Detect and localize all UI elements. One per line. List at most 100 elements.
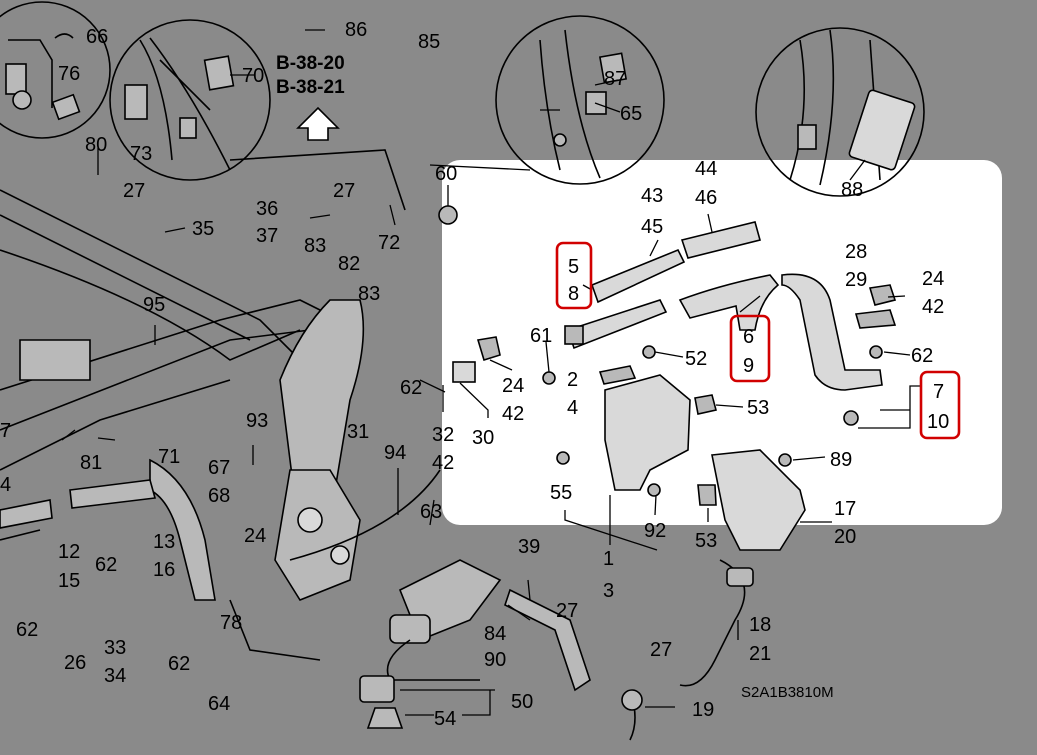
label-89: 89: [830, 449, 852, 471]
label-24c: 24: [922, 268, 944, 290]
label-44: 44: [695, 158, 717, 180]
label-83b: 83: [358, 283, 380, 305]
label-65: 65: [620, 103, 642, 125]
label-20: 20: [834, 526, 856, 548]
label-82: 82: [338, 253, 360, 275]
label-3: 3: [603, 580, 614, 602]
highlight-box-5-8: [555, 241, 593, 310]
label-62b: 62: [95, 554, 117, 576]
trim-43-45: [590, 248, 686, 304]
label-95: 95: [143, 294, 165, 316]
ref-label-1: B-38-20: [276, 53, 345, 74]
label-7-edge: 7: [0, 420, 11, 442]
label-5: 5: [568, 256, 579, 278]
label-8: 8: [568, 283, 579, 305]
label-24b: 24: [244, 525, 266, 547]
trim-17-20: [711, 449, 806, 551]
label-29: 29: [845, 269, 867, 291]
detail-circle-right: [495, 15, 665, 185]
label-2: 2: [567, 369, 578, 391]
label-1: 1: [603, 548, 614, 570]
ref-arrow: [296, 106, 340, 141]
label-31: 31: [347, 421, 369, 443]
label-68: 68: [208, 485, 230, 507]
label-78: 78: [220, 612, 242, 634]
label-86: 86: [345, 19, 367, 41]
detail-circle-center: [109, 19, 271, 181]
label-16: 16: [153, 559, 175, 581]
label-88: 88: [841, 179, 863, 201]
label-85: 85: [418, 31, 440, 53]
label-19: 19: [692, 699, 714, 721]
label-61: 61: [530, 325, 552, 347]
label-53a: 53: [747, 397, 769, 419]
label-42b: 42: [432, 452, 454, 474]
label-64: 64: [208, 693, 230, 715]
label-52: 52: [685, 348, 707, 370]
detail-circle-far-right: [755, 27, 925, 197]
label-30: 30: [472, 427, 494, 449]
top-frame-mechanism: [0, 149, 441, 661]
label-27a: 27: [123, 180, 145, 202]
label-18: 18: [749, 614, 771, 636]
detail-circle-left: [0, 1, 111, 139]
label-37: 37: [256, 225, 278, 247]
label-92: 92: [644, 520, 666, 542]
trim-1-3: [604, 374, 691, 491]
label-32: 32: [432, 424, 454, 446]
label-26: 26: [64, 652, 86, 674]
label-4-edge: 4: [0, 474, 11, 496]
label-83a: 83: [304, 235, 326, 257]
label-62e: 62: [168, 653, 190, 675]
label-46: 46: [695, 187, 717, 209]
detail-center-contents: [124, 37, 235, 171]
trim-7-10: [781, 273, 883, 391]
label-72: 72: [378, 232, 400, 254]
highlight-panel: [442, 160, 1002, 525]
label-21: 21: [749, 643, 771, 665]
label-67: 67: [208, 457, 230, 479]
label-71: 71: [158, 446, 180, 468]
label-45: 45: [641, 216, 663, 238]
highlight-box-6-9: [729, 314, 771, 383]
label-39: 39: [518, 536, 540, 558]
label-50: 50: [511, 691, 533, 713]
label-12: 12: [58, 541, 80, 563]
label-87: 87: [604, 68, 626, 90]
trim-44-46: [680, 221, 761, 259]
label-27d: 27: [650, 639, 672, 661]
label-62a: 62: [400, 377, 422, 399]
label-24a: 24: [502, 375, 524, 397]
label-33: 33: [104, 637, 126, 659]
label-63: 63: [420, 501, 442, 523]
label-60: 60: [435, 163, 457, 185]
label-15: 15: [58, 570, 80, 592]
small-fasteners: [438, 205, 897, 506]
label-42a: 42: [502, 403, 524, 425]
diagram-code: S2A1B3810M: [741, 684, 834, 701]
label-73: 73: [130, 143, 152, 165]
label-94: 94: [384, 442, 406, 464]
label-7: 7: [933, 381, 944, 403]
label-34: 34: [104, 665, 126, 687]
label-17: 17: [834, 498, 856, 520]
label-80: 80: [85, 134, 107, 156]
label-90: 90: [484, 649, 506, 671]
label-9: 9: [743, 355, 754, 377]
detail-far-right-contents: [789, 29, 916, 186]
highlight-box-7-10: [919, 370, 961, 440]
label-27b: 27: [333, 180, 355, 202]
label-42c: 42: [922, 296, 944, 318]
label-53b: 53: [695, 530, 717, 552]
leader-lines: [61, 29, 922, 716]
label-93: 93: [246, 410, 268, 432]
label-36: 36: [256, 198, 278, 220]
label-84: 84: [484, 623, 506, 645]
label-54: 54: [434, 708, 456, 730]
label-76: 76: [58, 63, 80, 85]
label-43: 43: [641, 185, 663, 207]
callout-labels: B-38-20 B-38-21 66 76 86 85 70 73 80 27 …: [0, 19, 949, 730]
label-28: 28: [845, 241, 867, 263]
ref-label-2: B-38-21: [276, 77, 345, 98]
